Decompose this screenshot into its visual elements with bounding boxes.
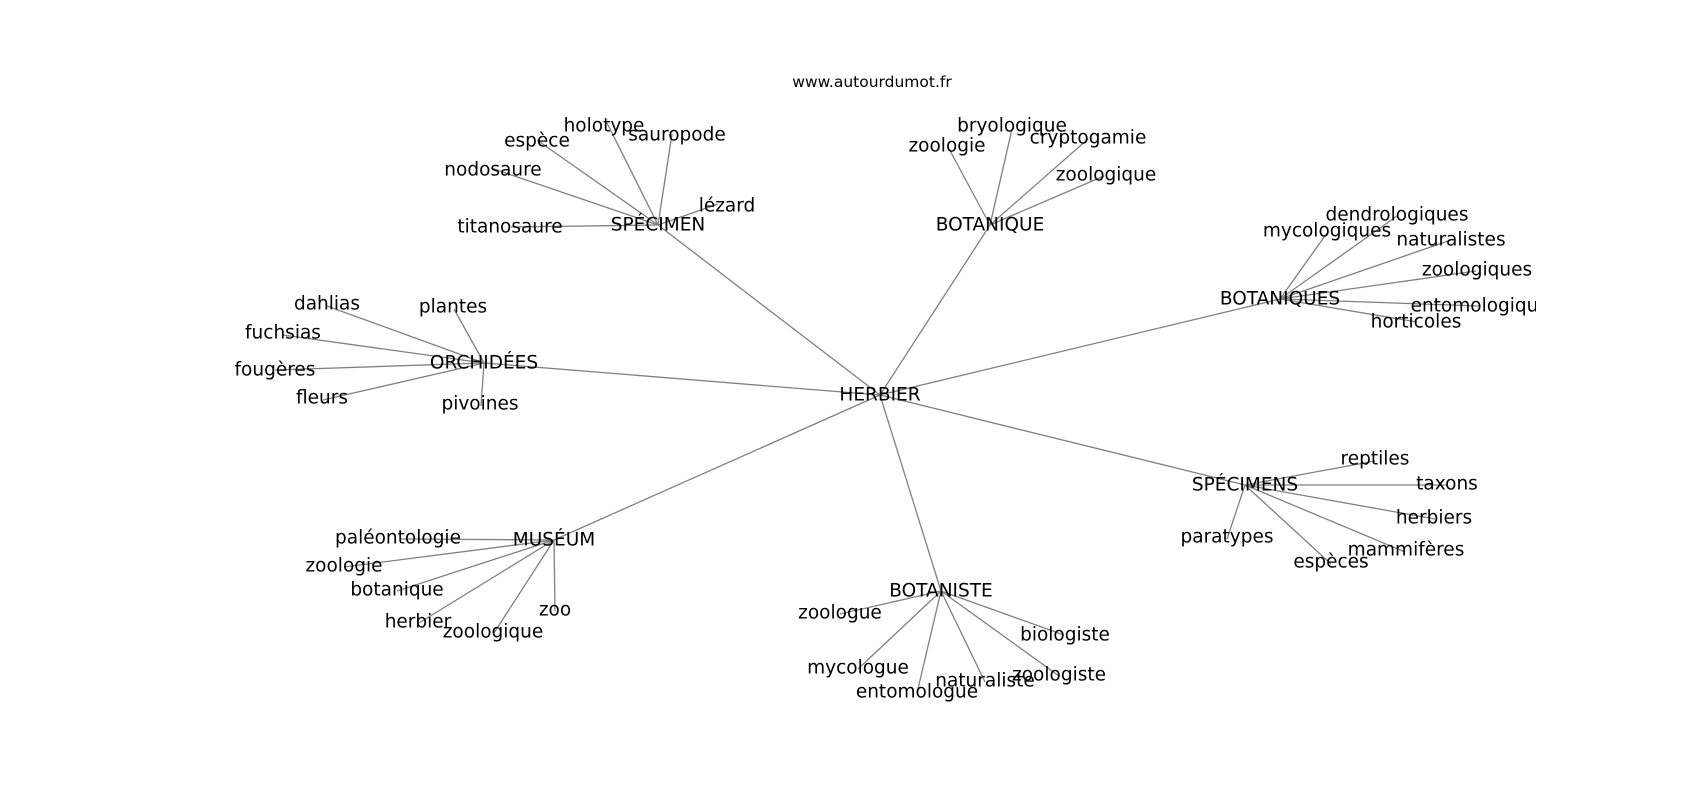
edge-orchidees-fougeres bbox=[274, 362, 485, 371]
edge-museum-zoo bbox=[553, 539, 556, 612]
node-nodosaure[interactable]: nodosaure bbox=[444, 160, 541, 181]
node-botaniste[interactable]: BOTANISTE bbox=[889, 581, 992, 602]
edge-botaniste-zoologue bbox=[839, 590, 942, 615]
edge-botanique-bryologique bbox=[989, 128, 1013, 226]
node-specimens[interactable]: SPÉCIMENS bbox=[1192, 474, 1298, 496]
edge-botaniste-zoologiste bbox=[940, 590, 1060, 677]
edge-botaniste-mycologue bbox=[857, 590, 942, 670]
node-bryologique[interactable]: bryologique bbox=[957, 116, 1067, 137]
node-herbier[interactable]: herbier bbox=[385, 612, 452, 633]
edge-botaniste-biologiste bbox=[940, 590, 1065, 636]
node-museum[interactable]: MUSÉUM bbox=[513, 529, 595, 551]
node-naturalistes[interactable]: naturalistes bbox=[1396, 230, 1505, 251]
edge-museum-herbier bbox=[418, 539, 555, 624]
node-mycologue[interactable]: mycologue bbox=[807, 658, 909, 679]
edge-botaniques-entomologiques bbox=[1279, 298, 1481, 307]
edge-botanique-zoologie bbox=[947, 146, 991, 226]
node-herbiers[interactable]: herbiers bbox=[1396, 508, 1472, 529]
node-dahlias[interactable]: dahlias bbox=[294, 294, 360, 315]
node-lezard[interactable]: lézard bbox=[699, 196, 756, 217]
node-pivoines[interactable]: pivoines bbox=[441, 394, 518, 415]
node-botanique[interactable]: botanique bbox=[350, 580, 443, 601]
node-taxons[interactable]: taxons bbox=[1416, 474, 1478, 495]
node-mycologiques[interactable]: mycologiques bbox=[1263, 221, 1391, 242]
edge-botaniques-zoologiques bbox=[1279, 270, 1477, 300]
edges bbox=[274, 122, 1481, 694]
edge-herbier-specimens bbox=[879, 394, 1246, 486]
node-herbier[interactable]: HERBIER bbox=[839, 385, 920, 406]
edge-specimen-titanosaure bbox=[510, 224, 659, 228]
node-zoo[interactable]: zoo bbox=[539, 600, 571, 621]
node-zoologue[interactable]: zoologue bbox=[798, 603, 882, 624]
node-zoologique[interactable]: zoologique bbox=[443, 622, 544, 643]
edge-orchidees-fuchsias bbox=[282, 334, 485, 364]
edge-specimen-espece bbox=[536, 139, 659, 226]
edge-specimen-holotype bbox=[606, 122, 659, 226]
node-titanosaure[interactable]: titanosaure bbox=[457, 217, 562, 238]
node-fougeres[interactable]: fougères bbox=[235, 360, 316, 381]
node-cryptogamie[interactable]: cryptogamie bbox=[1030, 128, 1147, 149]
edge-herbier-museum bbox=[553, 394, 881, 541]
edge-herbier-botanique bbox=[879, 224, 991, 396]
edge-specimen-sauropode bbox=[657, 133, 673, 226]
node-fleurs[interactable]: fleurs bbox=[296, 388, 348, 409]
edge-museum-zoologie bbox=[343, 539, 555, 568]
node-biologiste[interactable]: biologiste bbox=[1020, 625, 1110, 646]
node-entomologue[interactable]: entomologue bbox=[856, 682, 978, 703]
node-paratypes[interactable]: paratypes bbox=[1181, 527, 1274, 548]
edge-botaniques-horticoles bbox=[1279, 298, 1418, 323]
node-holotype[interactable]: holotype bbox=[564, 116, 645, 137]
node-plantes[interactable]: plantes bbox=[419, 297, 487, 318]
edge-herbier-orchidees bbox=[483, 362, 881, 396]
edge-museum-botanique bbox=[396, 539, 555, 592]
node-zoologie[interactable]: zoologie bbox=[305, 556, 382, 577]
edge-specimens-paratypes bbox=[1226, 484, 1246, 540]
node-mammiferes[interactable]: mammifères bbox=[1348, 540, 1465, 561]
edge-botaniste-naturaliste bbox=[940, 590, 986, 683]
edge-orchidees-pivoines bbox=[480, 362, 485, 407]
edge-herbier-botaniques bbox=[879, 298, 1281, 396]
node-naturaliste[interactable]: naturaliste bbox=[935, 671, 1035, 692]
node-botaniques[interactable]: BOTANIQUES bbox=[1220, 289, 1340, 310]
edge-botaniste-entomologue bbox=[916, 590, 942, 694]
node-orchidees[interactable]: ORCHIDÉES bbox=[430, 352, 538, 374]
node-horticoles[interactable]: horticoles bbox=[1371, 312, 1462, 333]
node-zoologiques[interactable]: zoologiques bbox=[1422, 260, 1532, 281]
edge-botaniques-mycologiques bbox=[1279, 232, 1328, 300]
node-specimen[interactable]: SPÉCIMEN bbox=[611, 214, 705, 236]
edge-botanique-zoologique bbox=[989, 175, 1105, 226]
node-zoologique[interactable]: zoologique bbox=[1056, 165, 1157, 186]
edge-orchidees-dahlias bbox=[326, 305, 485, 364]
edge-herbier-specimen bbox=[657, 224, 881, 396]
node-especes[interactable]: espèces bbox=[1293, 552, 1368, 573]
edge-specimens-reptiles bbox=[1244, 460, 1376, 486]
edge-specimen-nodosaure bbox=[490, 167, 659, 226]
node-fuchsias[interactable]: fuchsias bbox=[245, 323, 321, 344]
source-url: www.autourdumot.fr bbox=[792, 73, 952, 91]
node-zoologiste[interactable]: zoologiste bbox=[1012, 665, 1106, 686]
node-espece[interactable]: espèce bbox=[504, 131, 570, 152]
edge-botanique-cryptogamie bbox=[989, 138, 1089, 226]
edge-museum-zoologique bbox=[493, 539, 555, 634]
edge-museum-paleontologie bbox=[399, 538, 555, 541]
edge-specimen-lezard bbox=[657, 203, 719, 226]
node-sauropode[interactable]: sauropode bbox=[628, 125, 725, 146]
node-botanique[interactable]: BOTANIQUE bbox=[936, 215, 1045, 236]
node-reptiles[interactable]: reptiles bbox=[1341, 449, 1410, 470]
node-entomologiques[interactable]: entomologiques bbox=[1411, 296, 1560, 317]
edge-herbier-botaniste bbox=[879, 394, 942, 592]
edge-specimens-especes bbox=[1244, 484, 1332, 565]
edge-orchidees-plantes bbox=[453, 308, 485, 364]
node-zoologie[interactable]: zoologie bbox=[908, 136, 985, 157]
edge-botaniques-dendrologiques bbox=[1279, 215, 1398, 300]
edge-orchidees-fleurs bbox=[322, 362, 485, 401]
node-dendrologiques[interactable]: dendrologiques bbox=[1326, 205, 1469, 226]
node-paleontologie[interactable]: paléontologie bbox=[335, 528, 461, 549]
edge-specimens-herbiers bbox=[1244, 484, 1436, 520]
edge-botaniques-naturalistes bbox=[1279, 239, 1452, 300]
edge-specimens-mammiferes bbox=[1244, 484, 1406, 553]
